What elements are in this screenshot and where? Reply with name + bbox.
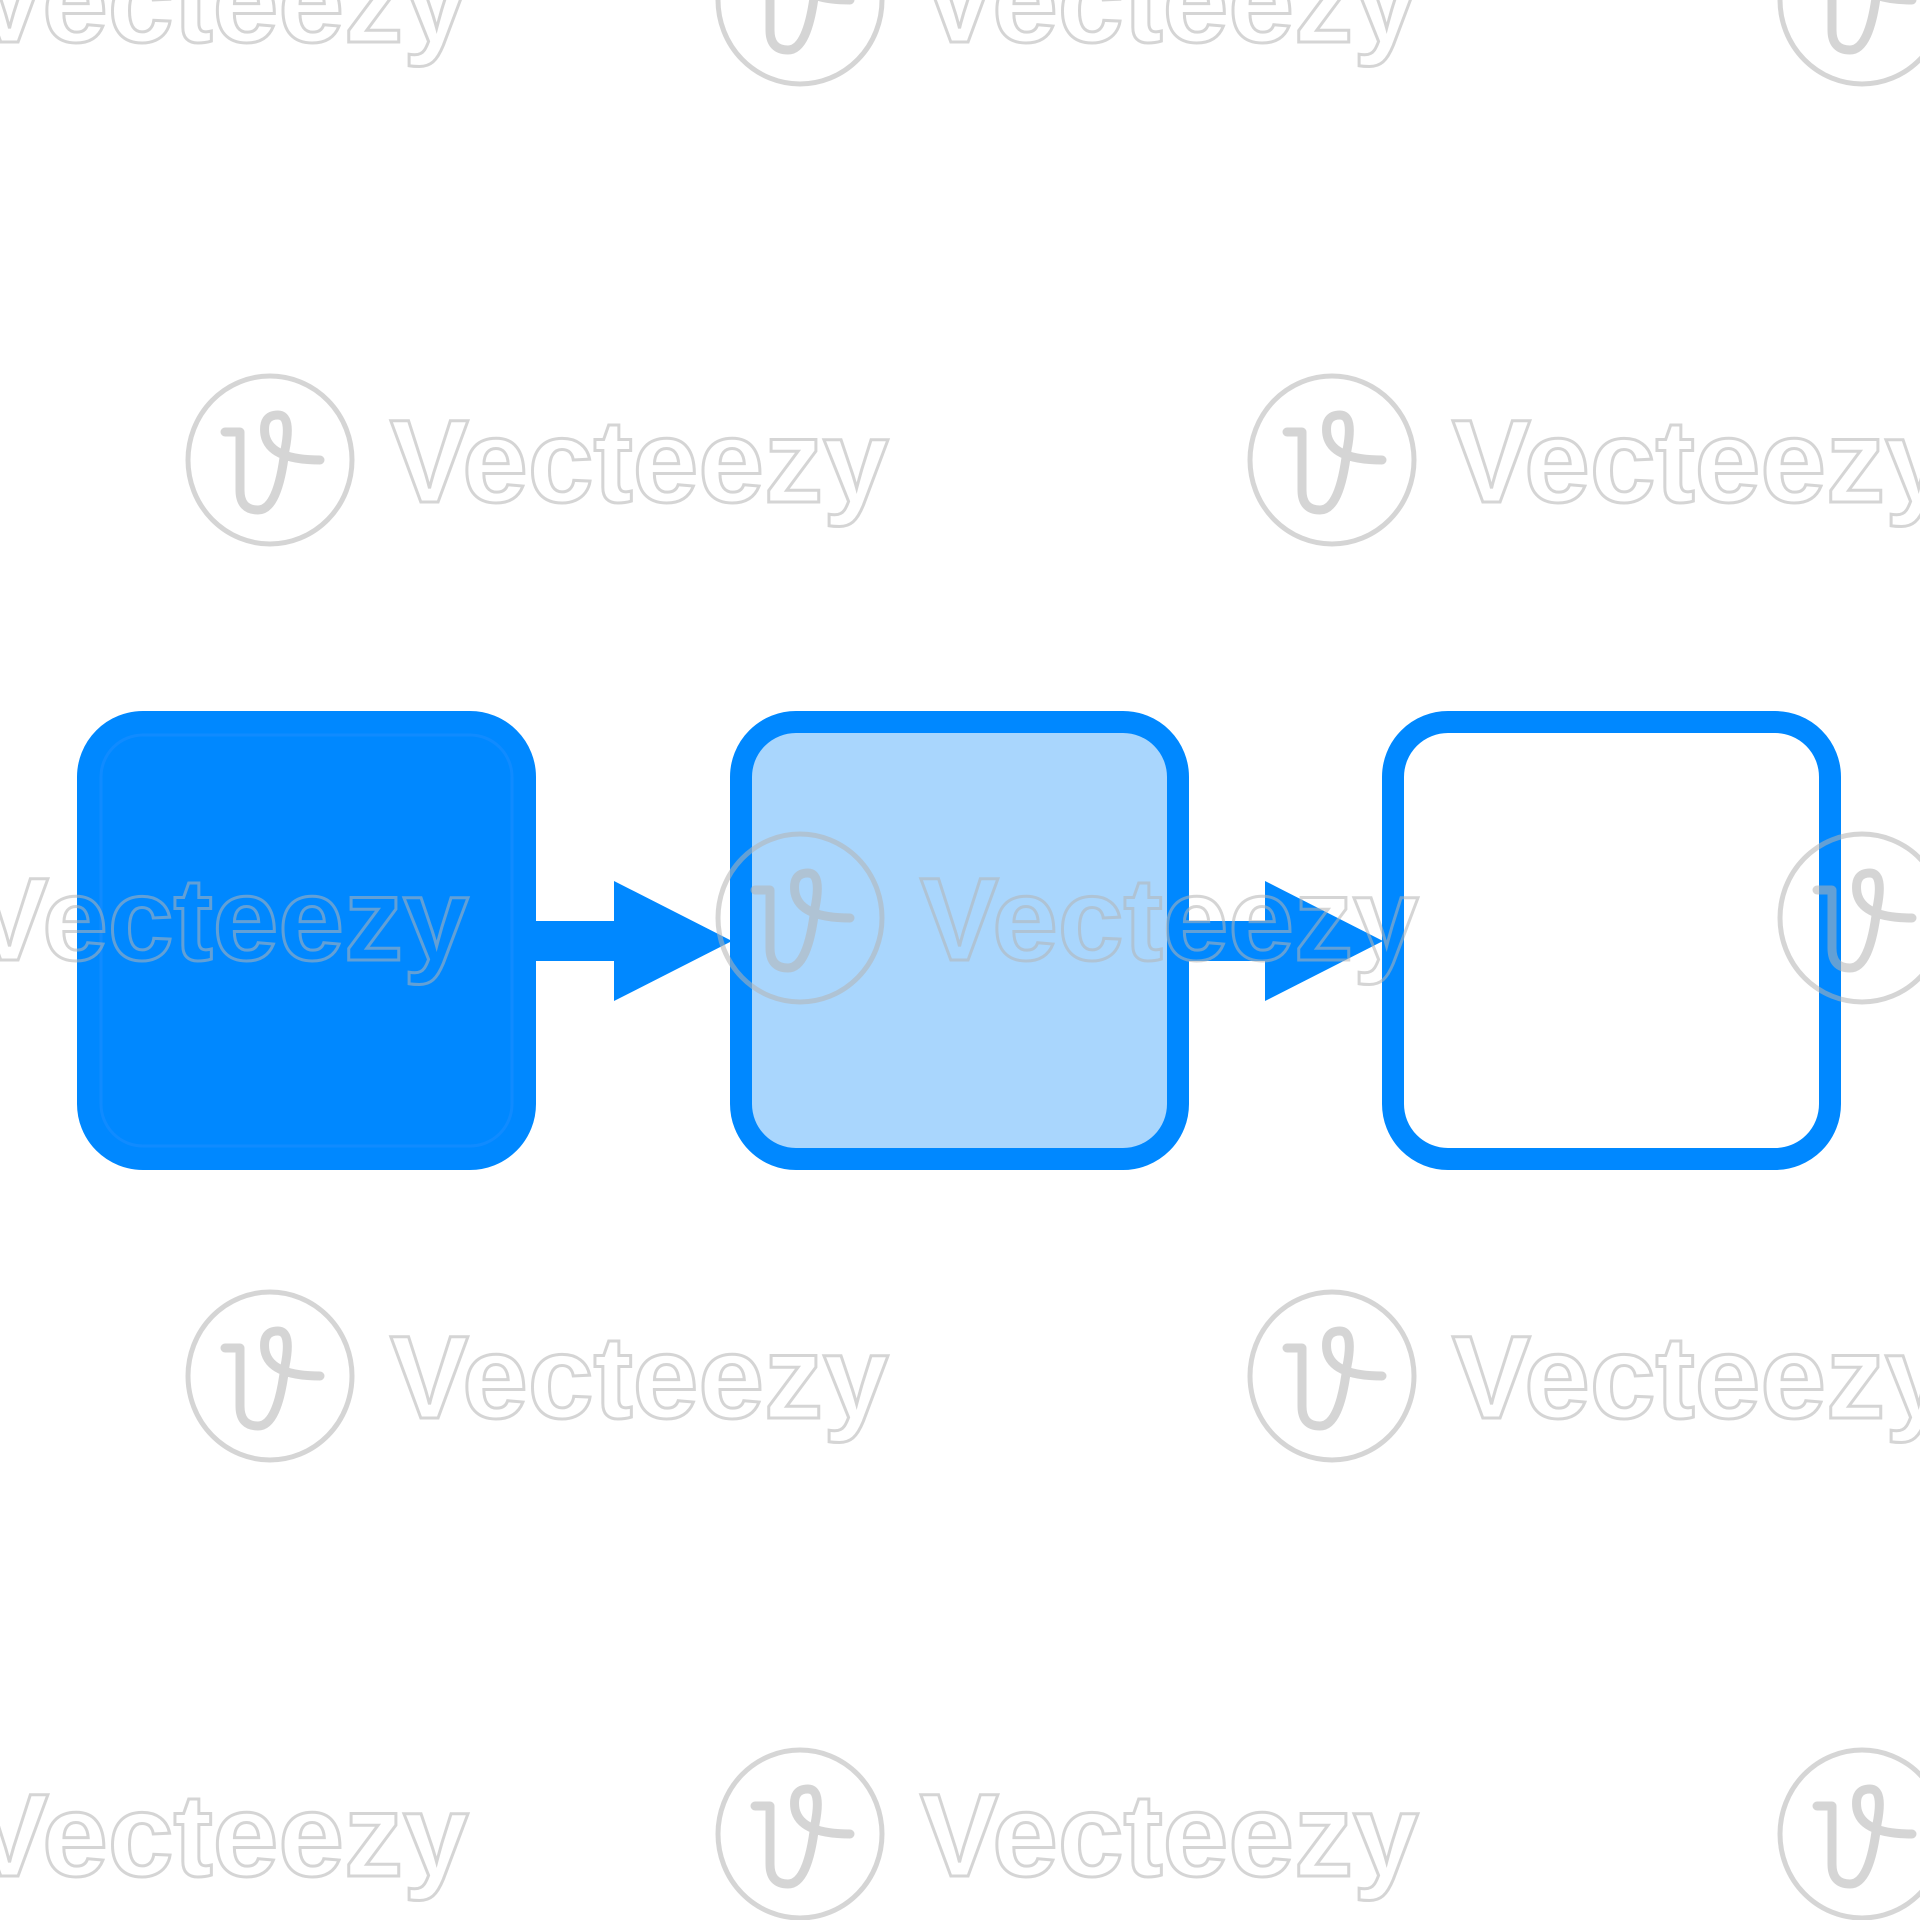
vecteezy-logo-icon [715, 831, 885, 1005]
watermark-mark [1777, 1747, 1920, 1920]
arrow-head [614, 881, 732, 1001]
watermark-wordmark: Vecteezy [920, 1770, 1419, 1902]
watermark-mark: Vecteezy [0, 1769, 470, 1904]
step-1-inner-rim [99, 733, 514, 1148]
watermark-mark: Vecteezy [0, 0, 470, 70]
watermark-mark: Vecteezy [0, 853, 470, 988]
watermark-mark: Vecteezy [715, 831, 1420, 1005]
watermark-wordmark: Vecteezy [390, 1312, 889, 1444]
watermark-wordmark: Vecteezy [0, 0, 469, 68]
vecteezy-v-logo-icon [1282, 410, 1387, 515]
watermark-mark [1777, 831, 1920, 1005]
vecteezy-logo-icon [185, 373, 355, 547]
step-1-box [77, 711, 536, 1170]
vecteezy-v-logo-icon [1812, 868, 1917, 973]
watermark-mark: Vecteezy [185, 1289, 890, 1463]
watermark-mark: Vecteezy [715, 1747, 1420, 1920]
watermark-mark: Vecteezy [185, 373, 890, 547]
vecteezy-logo-icon [1247, 1289, 1417, 1463]
arrow-1-to-2-icon [520, 881, 732, 1001]
step-3-box [1382, 711, 1841, 1170]
vecteezy-v-logo-icon [220, 410, 325, 515]
watermark-wordmark: Vecteezy [0, 854, 469, 986]
vecteezy-logo-icon [1777, 1747, 1920, 1920]
vecteezy-logo-icon [185, 1289, 355, 1463]
watermark-mark: Vecteezy [1247, 373, 1920, 547]
watermark-wordmark: Vecteezy [1452, 396, 1920, 528]
watermark-wordmark: Vecteezy [1452, 1312, 1920, 1444]
vecteezy-logo-icon [1777, 831, 1920, 1005]
watermark-wordmark: Vecteezy [920, 0, 1419, 68]
arrow-head [1265, 881, 1383, 1001]
watermark-mark: Vecteezy [1247, 1289, 1920, 1463]
vecteezy-v-logo-icon [1812, 1784, 1917, 1889]
diagram-layer [77, 711, 1841, 1170]
watermark-wordmark: Vecteezy [390, 396, 889, 528]
watermark-wordmark: Vecteezy [0, 1770, 469, 1902]
step-2-box [730, 711, 1189, 1170]
vecteezy-v-logo-icon [750, 1784, 855, 1889]
vecteezy-logo-icon [715, 0, 885, 87]
vecteezy-logo-icon [715, 1747, 885, 1920]
vecteezy-logo-icon [1777, 0, 1920, 87]
watermark-wordmark: Vecteezy [920, 854, 1419, 986]
vecteezy-v-logo-icon [765, 0, 855, 55]
vecteezy-v-logo-icon [750, 868, 855, 973]
vecteezy-logo-icon [1247, 373, 1417, 547]
vecteezy-v-logo-icon [1282, 1326, 1387, 1431]
watermark-mark: Vecteezy [715, 0, 1420, 87]
arrow-shaft [520, 921, 620, 961]
watermark-mark [1777, 0, 1920, 87]
vecteezy-v-logo-icon [220, 1326, 325, 1431]
vecteezy-v-logo-icon [1827, 0, 1917, 55]
